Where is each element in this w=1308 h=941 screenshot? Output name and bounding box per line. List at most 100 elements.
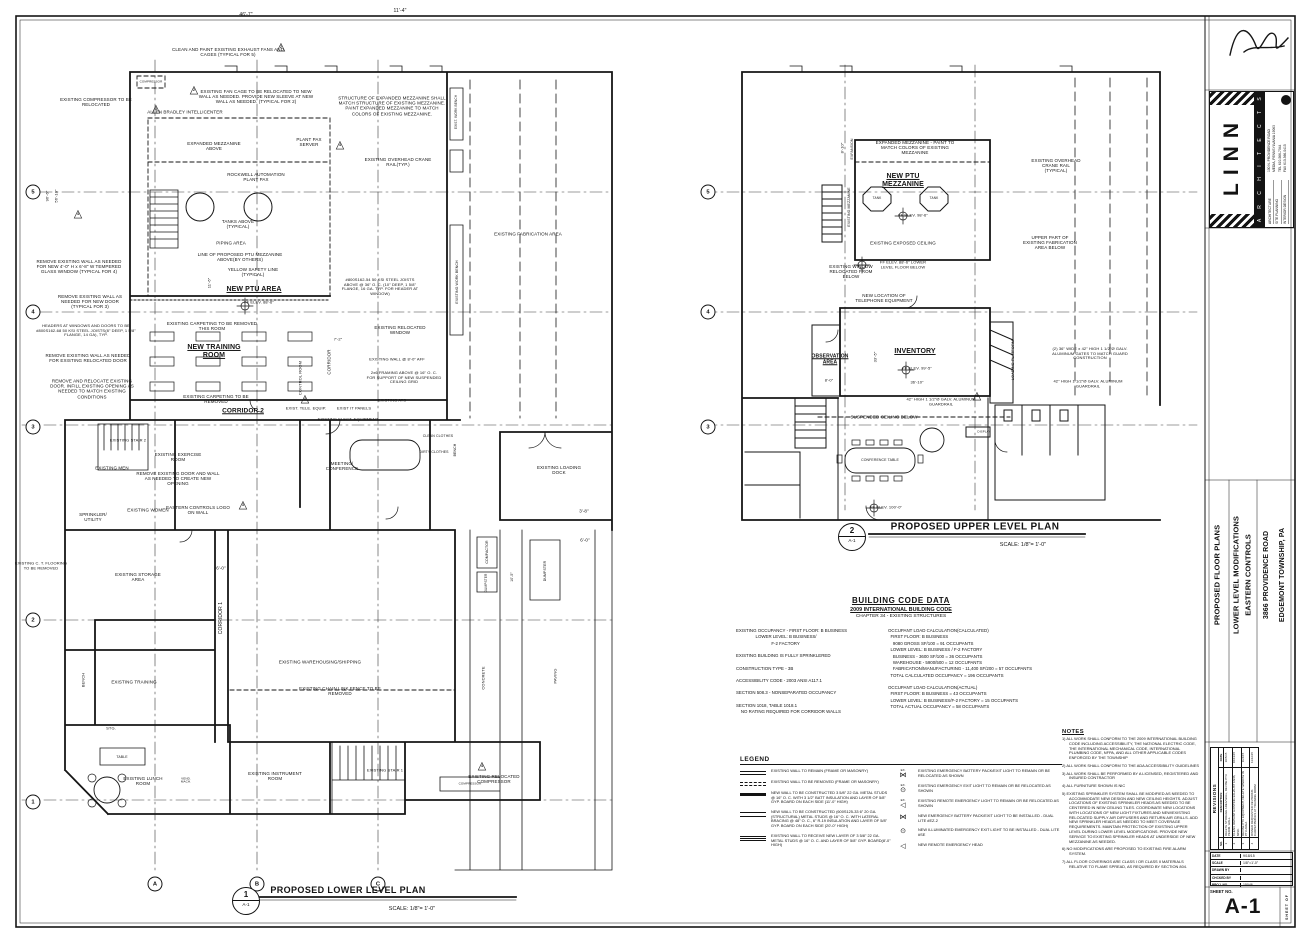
revision-cell: 10/13/15 bbox=[1232, 747, 1242, 768]
legend: LEGEND EXISTING WALL TO REMAIN (FRAME OR… bbox=[740, 756, 1062, 855]
sheet-number-block: SHEET NO. A-1 bbox=[1206, 887, 1280, 927]
plan-annotation: EXISTING LOADING DOCK bbox=[536, 464, 582, 475]
plan-annotation: DUMPSTER bbox=[542, 560, 547, 582]
plan-annotation: EXISTING CHAIN LINK FENCE TO BE REMOVED bbox=[299, 685, 381, 696]
building-code-item: EXISTING OCCUPANCY - FIRST FLOOR: B BUSI… bbox=[736, 628, 848, 646]
sheet-no-label: SHEET NO. bbox=[1210, 889, 1233, 894]
plan-annotation: EXISTING EXPOSED CEILING bbox=[870, 240, 936, 246]
legend-wall-row: NEW WALL TO BE CONSTRUCTED (600S125-33 6… bbox=[740, 809, 892, 829]
note-item: 1) ALL WORK SHALL CONFORM TO THE 2009 IN… bbox=[1062, 736, 1197, 761]
plan-annotation: #800S162-54 50 KSI STEEL JOISTS ABOVE @ … bbox=[341, 276, 419, 296]
legend-text: NEW WALL TO BE CONSTRUCTED (600S125-33 6… bbox=[771, 809, 888, 829]
grid-bubble: 5 bbox=[25, 184, 41, 200]
room-label: NEW TRAINING ROOM bbox=[187, 343, 241, 359]
sheet-info-value: 15046 bbox=[1243, 882, 1253, 887]
plan-annotation: EXISTING OVERHEAD CRANE RAIL(TYP.) bbox=[364, 156, 432, 167]
existing-label: EX. bbox=[900, 768, 906, 772]
plan-annotation: 36'-10" bbox=[910, 379, 924, 385]
room-label: CORRIDOR bbox=[326, 349, 332, 375]
revision-triangle-icon: △4 bbox=[972, 389, 982, 402]
plan-annotation: 8'-0" bbox=[824, 377, 834, 383]
plan-annotation: REMOVE EXISTING DOOR AND WALL AS NEEDED … bbox=[136, 471, 220, 487]
note-item: 2) ALL WORK SHALL CONFORM TO THE ADA ACC… bbox=[1062, 762, 1199, 768]
plan-annotation: EASTERN CONTROLS LOGO ON WALL bbox=[166, 504, 230, 515]
plan-annotation: EXISTING STORAGE AREA bbox=[115, 571, 161, 582]
revision-triangle-icon: △3 bbox=[151, 102, 161, 115]
plan-annotation: 96'-6" bbox=[44, 190, 50, 202]
plan-annotation: 2x6 FRAMING ABOVE @ 16" O. C. FOR SUPPOR… bbox=[366, 370, 442, 385]
tri-symbol-icon: ◁ bbox=[892, 843, 914, 850]
revision-number: 2 bbox=[193, 88, 195, 93]
sheet-info-label: PROJ. NO. bbox=[1211, 882, 1241, 887]
plan-annotation: COMPRESSOR bbox=[139, 79, 163, 84]
plan-annotation: TANK bbox=[929, 196, 939, 201]
room-label: CONTROL ROOM bbox=[297, 360, 303, 396]
notes: NOTES 1) ALL WORK SHALL CONFORM TO THE 2… bbox=[1062, 729, 1200, 872]
plan-annotation: COMPRESSOR bbox=[458, 781, 482, 786]
plan-number: 1 bbox=[243, 889, 249, 899]
plan-annotation: CLEAN CLOTHES bbox=[422, 433, 454, 438]
plan-annotation: TABLE bbox=[116, 754, 128, 759]
legend-light-row: ◁NEW REMOTE EMERGENCY HEAD bbox=[892, 842, 1062, 850]
plan-annotation: TANK bbox=[872, 196, 882, 201]
grid-bubble: A bbox=[147, 876, 163, 892]
room-label: NEW PTU AREA bbox=[226, 285, 282, 293]
plan-annotation: 8'-10" bbox=[839, 142, 845, 154]
plan-annotation: EXISTING STAIR 1 bbox=[366, 767, 404, 773]
grid-bubble: 3 bbox=[700, 419, 716, 435]
plan-scale: SCALE: 1/8"= 1'-0" bbox=[999, 542, 1047, 548]
plan-annotation: EXISTING WINDOW RELOCATED FROM BELOW bbox=[829, 264, 873, 280]
plan-annotation: EXPANDED MEZZANINE ABOVE bbox=[187, 140, 241, 151]
building-code-item: OCCUPANT LOAD CALCULATION(ACTUAL) FIRST … bbox=[888, 685, 1019, 710]
note-item: 6) NO MODIFICATIONS ARE PROPOSED TO EXIS… bbox=[1062, 846, 1186, 857]
circle-symbol-icon: EX.⊙ bbox=[892, 784, 914, 795]
plan-annotation: UPPER PART OF EXISTING FABRICATION AREA … bbox=[1023, 235, 1077, 251]
note-item: 4) ALL FURNITURE SHOWN IS NIC bbox=[1062, 783, 1126, 789]
revision-number: 4 bbox=[304, 397, 306, 402]
legend-light-row: EX.⋈EXISTING EMERGENCY BATTERY PACK/EXIT… bbox=[892, 768, 1062, 779]
notes-title: NOTES bbox=[1062, 729, 1084, 735]
plan-annotation: DUMPSTER bbox=[484, 573, 489, 593]
plan-annotation: EXISTING INSTRUMENT ROOM bbox=[248, 770, 302, 781]
grid-bubble: 2 bbox=[25, 612, 41, 628]
building-code-item: SECTION 1018, TABLE 1018.1 NO RATING REQ… bbox=[736, 702, 841, 714]
plan-annotation: DISPLAY bbox=[977, 429, 991, 434]
circle-glyph-icon: ⊙ bbox=[900, 828, 906, 836]
plan-annotation: 56'-10" bbox=[53, 189, 59, 203]
revision-cell: 11/4/15 bbox=[1241, 747, 1250, 768]
plan-sheet-ref: A-1 bbox=[839, 536, 865, 550]
revision-number: 4 bbox=[481, 764, 483, 769]
plan-annotation: REMOVE EXISTING WALL AS NEEDED FOR NEW 4… bbox=[36, 259, 122, 275]
plan-annotation: 6'-0" bbox=[216, 565, 226, 571]
plan-annotation: EXISTING FAN CAGE TO BE RELOCATED TO NEW… bbox=[198, 89, 314, 105]
revision-cell: 10/5/15 bbox=[1223, 747, 1233, 768]
plan-annotation: REMOVE EXISTING WALL AS NEEDED FOR NEW D… bbox=[57, 294, 123, 310]
revision-number: 4 bbox=[77, 212, 79, 217]
revisions-title: REVISIONS bbox=[1210, 747, 1218, 850]
plan-annotation: EXISTING RELOCATED COMPRESSOR bbox=[468, 773, 520, 784]
legend-text: EXISTING WALL TO REMAIN (FRAME OR MASONR… bbox=[771, 768, 868, 773]
wall-symbol-icon bbox=[740, 835, 766, 837]
plan-annotation: MEETING/ CONFERENCE bbox=[325, 460, 359, 471]
legend-text: NEW EMERGENCY BATTERY PACK/EXIT LIGHT TO… bbox=[918, 813, 1054, 823]
building-code-item: SECTION 508.3 - NONSEPARATED OCCUPANCY bbox=[736, 690, 837, 696]
legend-wall-symbols: EXISTING WALL TO REMAIN (FRAME OR MASONR… bbox=[740, 768, 892, 855]
wall-symbol-icon bbox=[740, 782, 766, 786]
circle-symbol-icon: ⊙ bbox=[892, 828, 914, 837]
sheet-info-label: CHCKED BY bbox=[1211, 875, 1241, 880]
plan-annotation: HEADERS AT WINDOWS AND DOORS TO BE #800S… bbox=[36, 323, 136, 338]
plan-annotation: EXISTING MEZZANINE bbox=[846, 187, 851, 227]
tri-glyph-icon: ◁ bbox=[900, 802, 906, 809]
bowtie-glyph-icon: ⋈ bbox=[899, 814, 907, 821]
sheet-info-row: DRAWN BY bbox=[1211, 867, 1292, 875]
sheet-info-row: CHCKED BY bbox=[1211, 875, 1292, 882]
revision-triangle-icon: △4 bbox=[300, 392, 310, 405]
sheet-info-label: SCALE bbox=[1211, 861, 1241, 866]
